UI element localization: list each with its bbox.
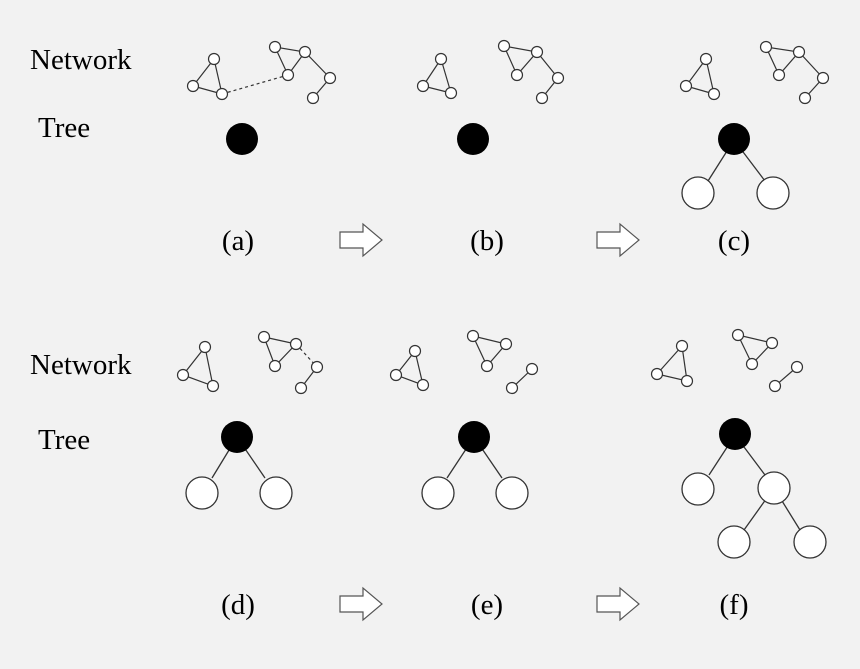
- tree-child-node-d-left: [185, 476, 219, 510]
- arrow-a-to-b: [339, 222, 383, 258]
- panel-label-b: (b): [470, 225, 504, 257]
- tree-grandchild-node-f-left: [717, 525, 751, 559]
- panel-label-c: (c): [718, 225, 750, 257]
- tree-root-node-c: [718, 123, 750, 155]
- tree-child-node-d-right: [259, 476, 293, 510]
- tree-root-node-a: [226, 123, 258, 155]
- row-label-network-top: Network: [30, 44, 132, 76]
- tree-child-node-c-right: [756, 176, 790, 210]
- row-label-tree-bottom: Tree: [38, 424, 90, 456]
- panel-label-e: (e): [471, 589, 503, 621]
- tree-child-node-e-right: [495, 476, 529, 510]
- tree-root-node-e: [458, 421, 490, 453]
- panel-label-d: (d): [221, 589, 255, 621]
- tree-child-node-f-left: [681, 472, 715, 506]
- tree-root-node-d: [221, 421, 253, 453]
- tree-nodes: [185, 123, 827, 559]
- transition-arrows: [339, 222, 640, 622]
- row-label-tree-top: Tree: [38, 112, 90, 144]
- tree-child-node-c-left: [681, 176, 715, 210]
- tree-child-node-f-right: [757, 471, 791, 505]
- tree-child-node-e-left: [421, 476, 455, 510]
- arrow-e-to-f: [596, 586, 640, 622]
- arrow-b-to-c: [596, 222, 640, 258]
- panel-label-f: (f): [720, 589, 749, 621]
- row-label-network-bottom: Network: [30, 349, 132, 381]
- arrow-d-to-e: [339, 586, 383, 622]
- network-nodes: [176, 39, 830, 395]
- tree-root-node-b: [457, 123, 489, 155]
- network-edges: [182, 45, 824, 389]
- tree-grandchild-node-f-right: [793, 525, 827, 559]
- tree-root-node-f: [719, 418, 751, 450]
- panel-label-a: (a): [222, 225, 254, 257]
